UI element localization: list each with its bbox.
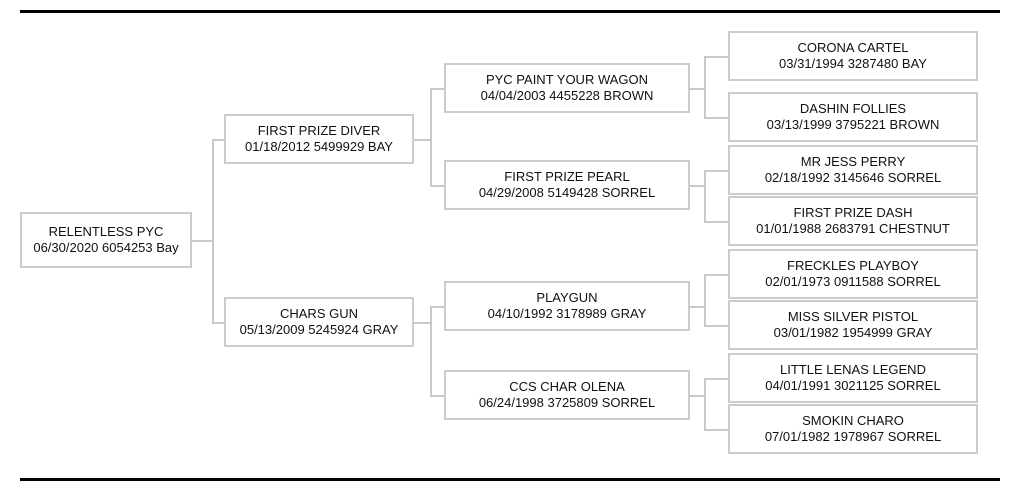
node-dam-sire-name: PLAYGUN — [536, 290, 598, 306]
connector-dam-dam-trunk — [704, 378, 706, 430]
node-dam-dam-meta: 06/24/1998 3725809 SORREL — [478, 395, 656, 410]
node-g4-4[interactable]: FIRST PRIZE DASH 01/01/1988 2683791 CHES… — [728, 196, 978, 246]
node-g4-2-meta: 03/13/1999 3795221 BROWN — [766, 117, 940, 132]
connector-sire-stub — [414, 139, 432, 141]
node-g4-8-name: SMOKIN CHARO — [802, 413, 904, 429]
node-root-meta: 06/30/2020 6054253 Bay — [33, 240, 179, 255]
node-dam[interactable]: CHARS GUN 05/13/2009 5245924 GRAY — [224, 297, 414, 347]
connector-sire-trunk — [430, 88, 432, 186]
connector-dam-sire-to-g4-6 — [704, 325, 728, 327]
node-g4-5-name: FRECKLES PLAYBOY — [787, 258, 919, 274]
connector-sire-sire-to-g4-2 — [704, 117, 728, 119]
node-dam-sire-meta: 04/10/1992 3178989 GRAY — [487, 306, 647, 321]
node-g4-1-meta: 03/31/1994 3287480 BAY — [779, 56, 927, 71]
node-g4-4-meta: 01/01/1988 2683791 CHESTNUT — [756, 221, 950, 236]
node-g4-7-meta: 04/01/1991 3021125 SORREL — [765, 378, 941, 393]
node-g4-8[interactable]: SMOKIN CHARO 07/01/1982 1978967 SORREL — [728, 404, 978, 454]
node-g4-1-name: CORONA CARTEL — [797, 40, 909, 56]
node-dam-dam-name: CCS CHAR OLENA — [509, 379, 625, 395]
node-dam-sire[interactable]: PLAYGUN 04/10/1992 3178989 GRAY — [444, 281, 690, 331]
node-dam-name: CHARS GUN — [279, 306, 358, 322]
node-g4-5[interactable]: FRECKLES PLAYBOY 02/01/1973 0911588 SORR… — [728, 249, 978, 299]
connector-sire-dam-to-g4-3 — [704, 170, 728, 172]
connector-sire-dam-to-g4-4 — [704, 221, 728, 223]
node-g4-2-name: DASHIN FOLLIES — [799, 101, 907, 117]
node-dam-meta: 05/13/2009 5245924 GRAY — [239, 322, 399, 337]
node-g4-4-name: FIRST PRIZE DASH — [793, 205, 913, 221]
node-g4-8-meta: 07/01/1982 1978967 SORREL — [764, 429, 942, 444]
node-g4-7[interactable]: LITTLE LENAS LEGEND 04/01/1991 3021125 S… — [728, 353, 978, 403]
connector-dam-dam-to-g4-7 — [704, 378, 728, 380]
connector-root-trunk — [212, 139, 214, 323]
node-g4-3-name: MR JESS PERRY — [800, 154, 906, 170]
node-sire-sire-meta: 04/04/2003 4455228 BROWN — [480, 88, 654, 103]
node-g4-3[interactable]: MR JESS PERRY 02/18/1992 3145646 SORREL — [728, 145, 978, 195]
node-sire-dam-meta: 04/29/2008 5149428 SORREL — [478, 185, 656, 200]
connector-sire-sire-to-g4-1 — [704, 56, 728, 58]
connector-dam-dam-to-g4-8 — [704, 429, 728, 431]
connector-dam-trunk — [430, 306, 432, 396]
node-dam-dam[interactable]: CCS CHAR OLENA 06/24/1998 3725809 SORREL — [444, 370, 690, 420]
top-divider — [20, 10, 1000, 13]
connector-sire-to-sire-dam — [430, 185, 444, 187]
connector-root-to-dam — [212, 322, 224, 324]
bottom-divider — [20, 478, 1000, 481]
node-sire-meta: 01/18/2012 5499929 BAY — [245, 139, 393, 154]
node-sire[interactable]: FIRST PRIZE DIVER 01/18/2012 5499929 BAY — [224, 114, 414, 164]
node-g4-3-meta: 02/18/1992 3145646 SORREL — [764, 170, 942, 185]
node-g4-2[interactable]: DASHIN FOLLIES 03/13/1999 3795221 BROWN — [728, 92, 978, 142]
connector-dam-to-dam-sire — [430, 306, 444, 308]
connector-dam-sire-stub — [690, 306, 706, 308]
connector-sire-sire-stub — [690, 88, 706, 90]
node-g4-6-meta: 03/01/1982 1954999 GRAY — [773, 325, 933, 340]
connector-root-to-sire — [212, 139, 224, 141]
connector-root-stub — [192, 240, 214, 242]
node-root[interactable]: RELENTLESS PYC 06/30/2020 6054253 Bay — [20, 212, 192, 268]
node-g4-1[interactable]: CORONA CARTEL 03/31/1994 3287480 BAY — [728, 31, 978, 81]
connector-dam-sire-trunk — [704, 274, 706, 326]
node-sire-name: FIRST PRIZE DIVER — [257, 123, 381, 139]
node-g4-6[interactable]: MISS SILVER PISTOL 03/01/1982 1954999 GR… — [728, 300, 978, 350]
node-sire-sire-name: PYC PAINT YOUR WAGON — [485, 72, 649, 88]
node-sire-dam-name: FIRST PRIZE PEARL — [504, 169, 630, 185]
node-g4-5-meta: 02/01/1973 0911588 SORREL — [765, 274, 941, 289]
connector-dam-sire-to-g4-5 — [704, 274, 728, 276]
connector-dam-stub — [414, 322, 432, 324]
node-sire-sire[interactable]: PYC PAINT YOUR WAGON 04/04/2003 4455228 … — [444, 63, 690, 113]
connector-sire-sire-trunk — [704, 56, 706, 118]
connector-sire-dam-stub — [690, 185, 706, 187]
node-g4-6-name: MISS SILVER PISTOL — [787, 309, 919, 325]
node-g4-7-name: LITTLE LENAS LEGEND — [780, 362, 926, 378]
connector-dam-dam-stub — [690, 395, 706, 397]
connector-sire-to-sire-sire — [430, 88, 444, 90]
node-root-name: RELENTLESS PYC — [48, 224, 164, 240]
node-sire-dam[interactable]: FIRST PRIZE PEARL 04/29/2008 5149428 SOR… — [444, 160, 690, 210]
connector-dam-to-dam-dam — [430, 395, 444, 397]
connector-sire-dam-trunk — [704, 170, 706, 222]
